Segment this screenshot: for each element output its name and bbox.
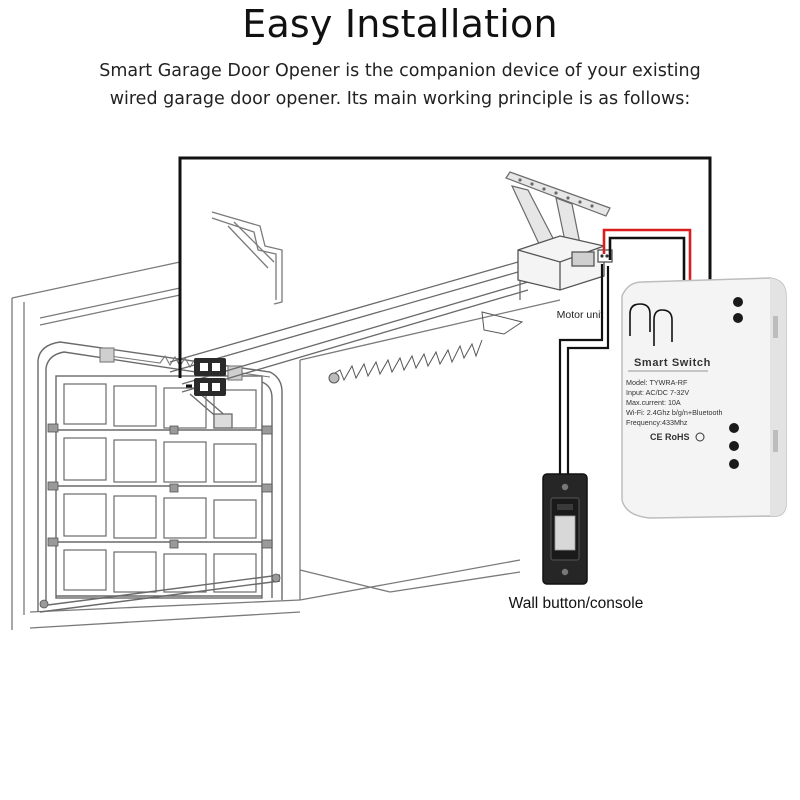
door-hinges — [39, 423, 281, 609]
smart-switch-input: Input: AC/DC 7-32V — [626, 388, 689, 397]
motor-unit-label: Motor unit — [557, 309, 604, 321]
wire-black-loop — [178, 156, 712, 388]
ceiling-bracket — [211, 211, 283, 305]
smart-switch-device — [621, 277, 787, 519]
wire-motor-to-switch — [602, 228, 692, 286]
torsion-spring — [99, 347, 271, 381]
recycle-icon — [695, 432, 705, 442]
garage-door-panels — [63, 383, 257, 593]
smart-switch-label-block: Smart Switch Model: TYWRA-RF Input: AC/D… — [626, 357, 722, 442]
smart-switch-max-current: Max.current: 10A — [626, 398, 681, 407]
extension-spring — [328, 311, 524, 384]
garage-structure — [11, 261, 561, 630]
motor-unit — [517, 235, 613, 291]
smart-switch-name: Smart Switch — [634, 357, 711, 369]
opener-rail — [169, 256, 529, 393]
installation-diagram: Motor unit Wall button/console — [11, 156, 787, 630]
garage-door — [37, 341, 283, 613]
wall-button-label: Wall button/console — [509, 595, 644, 612]
subtitle-line-1: Smart Garage Door Opener is the companio… — [99, 61, 701, 81]
page-subtitle: Smart Garage Door Opener is the companio… — [60, 57, 740, 113]
smart-switch-frequency: Frequency:433Mhz — [626, 418, 688, 427]
smart-switch-wifi: Wi-Fi: 2.4Ghz b/g/n+Bluetooth — [626, 408, 722, 417]
door-arm — [189, 391, 233, 429]
smart-switch-certifications: CE RoHS — [650, 432, 690, 442]
wall-button-console — [542, 473, 588, 585]
terminal-blocks — [194, 358, 226, 396]
wire-motor-to-wall-button — [558, 264, 610, 478]
subtitle-line-2: wired garage door opener. Its main worki… — [109, 89, 691, 109]
page-title: Easy Installation — [242, 2, 558, 46]
motor-bracket — [505, 171, 611, 247]
smart-switch-model: Model: TYWRA-RF — [626, 378, 688, 387]
